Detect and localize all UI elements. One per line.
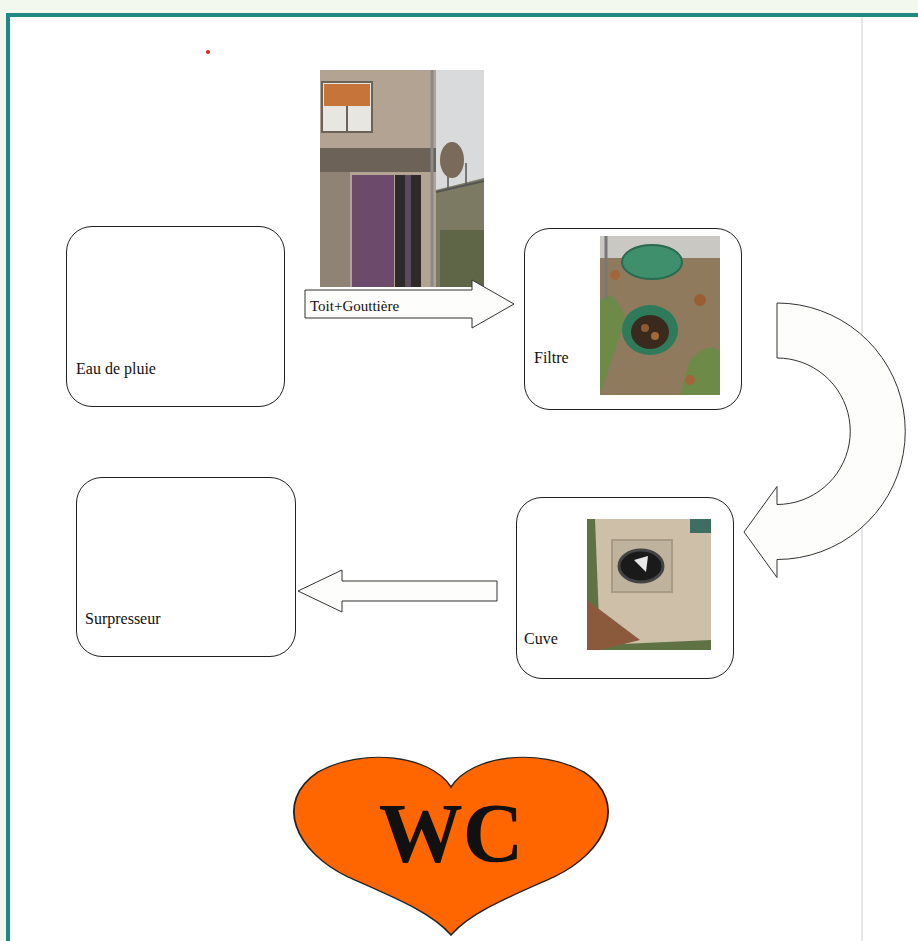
process-box: Filtre — [524, 228, 742, 410]
frame-border — [8, 15, 918, 941]
process-box: Eau de pluie — [66, 226, 285, 407]
pipe — [605, 236, 608, 300]
leaf — [641, 324, 649, 332]
process-box: Surpresseur — [76, 477, 296, 657]
box-label: Cuve — [524, 629, 558, 648]
heart-label: WC — [288, 792, 614, 876]
leaf — [694, 294, 706, 306]
block-arrow — [305, 280, 514, 328]
boot — [690, 519, 711, 533]
leaf — [685, 375, 695, 385]
tank-photo — [587, 519, 711, 650]
building-photo — [320, 70, 484, 287]
terrace — [436, 178, 484, 287]
filter-basket — [631, 315, 669, 349]
box-label: Surpresseur — [85, 609, 161, 628]
greenery — [440, 230, 484, 287]
door-leaf — [405, 175, 411, 287]
box-label: Filtre — [534, 348, 569, 367]
red-dot — [206, 50, 210, 54]
window-bar — [346, 106, 348, 132]
heart-shape: WC — [288, 752, 614, 935]
window — [322, 82, 372, 132]
box-label: Eau de pluie — [76, 359, 156, 378]
grass — [587, 519, 711, 650]
leaf — [651, 332, 659, 340]
grass — [600, 296, 625, 396]
leaf — [610, 270, 620, 280]
process-box: Cuve — [516, 497, 734, 679]
tree — [440, 142, 464, 178]
float — [634, 556, 648, 572]
block-arrow — [744, 303, 905, 578]
filter-ring — [622, 305, 678, 355]
wood-edge — [587, 600, 640, 650]
window-blind — [324, 84, 370, 106]
slab — [612, 540, 672, 592]
sky — [320, 70, 484, 287]
wall-lower — [320, 172, 350, 287]
door — [352, 175, 394, 287]
gutter-pipe — [431, 70, 434, 287]
dark-band — [320, 148, 436, 172]
tank-opening — [619, 550, 663, 582]
block-arrow — [298, 570, 497, 612]
wall — [320, 70, 436, 287]
filter-lid — [622, 245, 682, 279]
filter-photo — [600, 236, 720, 395]
railing — [436, 181, 484, 192]
ground — [600, 236, 720, 395]
door-opening — [395, 175, 421, 287]
edge-label: Toit+Gouttière — [309, 297, 400, 315]
grass — [680, 348, 720, 396]
railing-post — [465, 163, 467, 186]
